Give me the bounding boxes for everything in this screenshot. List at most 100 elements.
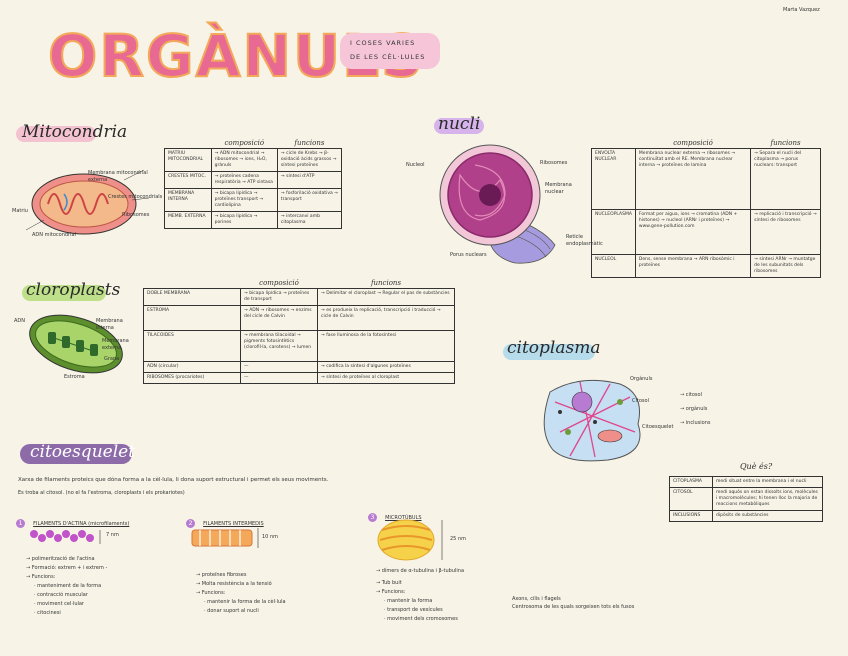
cyto-label-2: Citoesquelet bbox=[642, 424, 674, 430]
chloro-row-comp: → ADN → ribosomes → enzims del cicle de … bbox=[240, 305, 318, 331]
table-row: CITOSOL medi aquós on estan dissolts ion… bbox=[669, 487, 823, 511]
actin-filament-icon bbox=[30, 530, 101, 544]
table-row: ADN (circular) — → codifica la síntesi d… bbox=[143, 361, 455, 373]
chloro-label-0: Membrana interna bbox=[96, 318, 123, 331]
chloro-row-comp: → membrana tilacoidal → pigments fotosin… bbox=[240, 330, 318, 362]
item-number: 2 bbox=[186, 519, 195, 528]
chloro-label-3: ADN bbox=[14, 318, 26, 324]
chloro-row-name: DOBLE MEMBRANA bbox=[143, 288, 241, 306]
item-line: → proteïnes fibroses bbox=[196, 572, 247, 578]
nucleus-th-comp: composició bbox=[673, 139, 713, 147]
chloro-row-func: → fase lluminosa de la fotosíntesi bbox=[317, 330, 455, 362]
item-line: · mantenir la forma bbox=[384, 598, 433, 604]
mitochondria-diagram bbox=[25, 169, 150, 235]
mito-row-comp: → proteïnes cadena respiratòria → ATP si… bbox=[210, 171, 278, 189]
item-line: → Tub buit bbox=[376, 580, 402, 586]
mitochondria-title-highlight bbox=[16, 126, 96, 142]
mitochondria-table: composició funcions MATRIU MITOCONDRIAL →… bbox=[164, 138, 343, 229]
table-row: MATRIU MITOCONDRIAL → ADN mitocondrial →… bbox=[164, 148, 343, 172]
item-name: FILAMENTS INTERMEDIS bbox=[203, 521, 264, 527]
nucleus-row-func: → replicació i transcripció → síntesi de… bbox=[750, 209, 821, 255]
mito-row-comp: → bicapa lipídica → proteïnes transport … bbox=[210, 188, 278, 212]
table-row: ESTROMA → ADN → ribosomes → enzims del c… bbox=[143, 305, 455, 331]
nucleus-title: nucli bbox=[438, 114, 481, 134]
mito-th-comp: composició bbox=[224, 139, 265, 147]
chloro-row-func: → es produeix la replicació, transcripci… bbox=[317, 305, 455, 331]
mito-row-comp: → bicapa lipídica → porines bbox=[210, 211, 278, 229]
qui-es-title: Què és? bbox=[740, 462, 773, 471]
qui-es-table: CITOPLASMA medi situat entre la membrana… bbox=[669, 476, 823, 522]
nucleus-label-2: Membrana nuclear bbox=[545, 182, 572, 195]
qui-es-row-name: CITOSOL bbox=[669, 487, 713, 511]
mito-row-name: MEMBRANA INTERNA bbox=[164, 188, 212, 212]
mito-th-func: funcions bbox=[294, 139, 325, 147]
intermediate-filament-icon bbox=[191, 528, 259, 548]
mito-row-func: → cicle de Krebs → β-oxidació àcids gras… bbox=[276, 148, 343, 172]
mito-label-4: ADN mitocondrial bbox=[32, 232, 76, 238]
item-line: · moviment dels cromosomes bbox=[384, 616, 458, 622]
item-line: · manteniment de la forma bbox=[34, 583, 102, 589]
cytoskeleton-item-1: 1 FILAMENTS D'ACTINA (microfilaments) bbox=[16, 510, 129, 529]
nucleus-row-name: NUCLEOL bbox=[591, 254, 636, 278]
item-line: · donar suport al nucli bbox=[204, 608, 259, 614]
cytoskeleton-intro2: Es troba al citosol. (no el fa l'estroma… bbox=[18, 490, 185, 496]
item-line: → polimerització de l'actina bbox=[26, 556, 95, 562]
cytoplasm-title: citoplasma bbox=[507, 338, 601, 358]
table-row: DOBLE MEMBRANA → bicapa lipídica → prote… bbox=[143, 288, 455, 306]
cytoskeleton-item-3: 3 MICROTÚBULS bbox=[368, 504, 422, 523]
item-number: 1 bbox=[16, 519, 25, 528]
nucleus-title-highlight bbox=[434, 118, 484, 134]
chloro-row-name: RIBOSOMES (procariotes) bbox=[143, 372, 241, 384]
cyto-label-0: Orgànuls bbox=[630, 376, 653, 382]
item-line: → Funcions: bbox=[376, 589, 406, 595]
chloro-row-func: → síntesi de proteïnes al cloroplast bbox=[317, 372, 455, 384]
mito-row-name: MEMB. EXTERNA bbox=[164, 211, 212, 229]
table-row: ENVOLTA NUCLEAR Membrana nuclear externa… bbox=[591, 148, 821, 210]
item-line: → Funcions: bbox=[196, 590, 226, 596]
chloroplast-diagram bbox=[29, 314, 123, 374]
cytoskeleton-intro: Xarxa de filaments proteics que dóna for… bbox=[18, 477, 329, 483]
nucleus-label-1: Ribosomes bbox=[540, 160, 568, 166]
chloro-row-name: TILACOIDES bbox=[143, 330, 241, 362]
nucleus-row-comp: Dens, sense membrana → ARN ribosòmic i p… bbox=[634, 254, 752, 278]
nucleus-table: composició funcions ENVOLTA NUCLEAR Membr… bbox=[591, 138, 821, 278]
chloro-label-2: Grana bbox=[104, 356, 120, 362]
cytoskeleton-item-2: 2 FILAMENTS INTERMEDIS bbox=[186, 510, 264, 529]
table-row: MEMBRANA INTERNA → bicapa lipídica → pro… bbox=[164, 188, 343, 212]
table-row: CITOPLASMA medi situat entre la membrana… bbox=[669, 476, 823, 488]
item-size: 25 nm bbox=[450, 536, 466, 542]
table-row: MEMB. EXTERNA → bicapa lipídica → porine… bbox=[164, 211, 343, 229]
chloroplasts-title: cloroplasts bbox=[26, 280, 121, 300]
nucleus-row-name: NUCLEOPLASMA bbox=[591, 209, 636, 255]
qui-es-row-name: INCLUSIONS bbox=[669, 510, 713, 522]
cytoplasm-diagram bbox=[543, 379, 641, 462]
microtubule-icon bbox=[377, 519, 443, 561]
chloro-row-comp: — bbox=[240, 361, 318, 373]
item-name: FILAMENTS D'ACTINA (microfilaments) bbox=[33, 521, 130, 527]
item-line: → Molta resistència a la tensió bbox=[196, 581, 272, 587]
nucleus-th-func: funcions bbox=[770, 139, 801, 147]
cyto-right-label-2: → inclusions bbox=[680, 420, 711, 426]
item-line: · transport de vesícules bbox=[384, 607, 443, 613]
mito-label-1: Crestes mitocondrials bbox=[108, 194, 163, 200]
chloro-label-1: Membrana externa bbox=[102, 338, 129, 351]
nucleus-row-func: → síntesi ARNr → muntatge de les subunit… bbox=[750, 254, 821, 278]
item-line: · citocinesi bbox=[34, 610, 61, 616]
table-row: NUCLEOPLASMA Format per aigua, ions → cr… bbox=[591, 209, 821, 255]
cytoskeleton-title: citoesquelet bbox=[30, 442, 136, 462]
item-name: MICROTÚBULS bbox=[385, 515, 422, 521]
nucleus-row-func: → Separa el nucli del citoplasma → porus… bbox=[750, 148, 821, 210]
subtitle-box: I COSES VARIES DE LES CÈL·LULES bbox=[340, 33, 440, 69]
table-row: NUCLEOL Dens, sense membrana → ARN ribos… bbox=[591, 254, 821, 278]
cytoplasm-title-highlight bbox=[503, 344, 595, 360]
item-size: 7 nm bbox=[106, 532, 119, 538]
mito-row-comp: → ADN mitocondrial → ribosomes → ions, H… bbox=[210, 148, 278, 172]
chloro-row-func: → codifica la síntesi d'algunes proteïne… bbox=[317, 361, 455, 373]
nucleus-row-comp: Membrana nuclear externa → ribosomes → c… bbox=[634, 148, 752, 210]
item-line: → Funcions: bbox=[26, 574, 56, 580]
table-row: TILACOIDES → membrana tilacoidal → pigme… bbox=[143, 330, 455, 362]
qui-es-row-name: CITOPLASMA bbox=[669, 476, 713, 488]
mito-label-2: Ribosomes bbox=[122, 212, 150, 218]
item-line: → Formació: extrem + i extrem - bbox=[26, 565, 108, 571]
